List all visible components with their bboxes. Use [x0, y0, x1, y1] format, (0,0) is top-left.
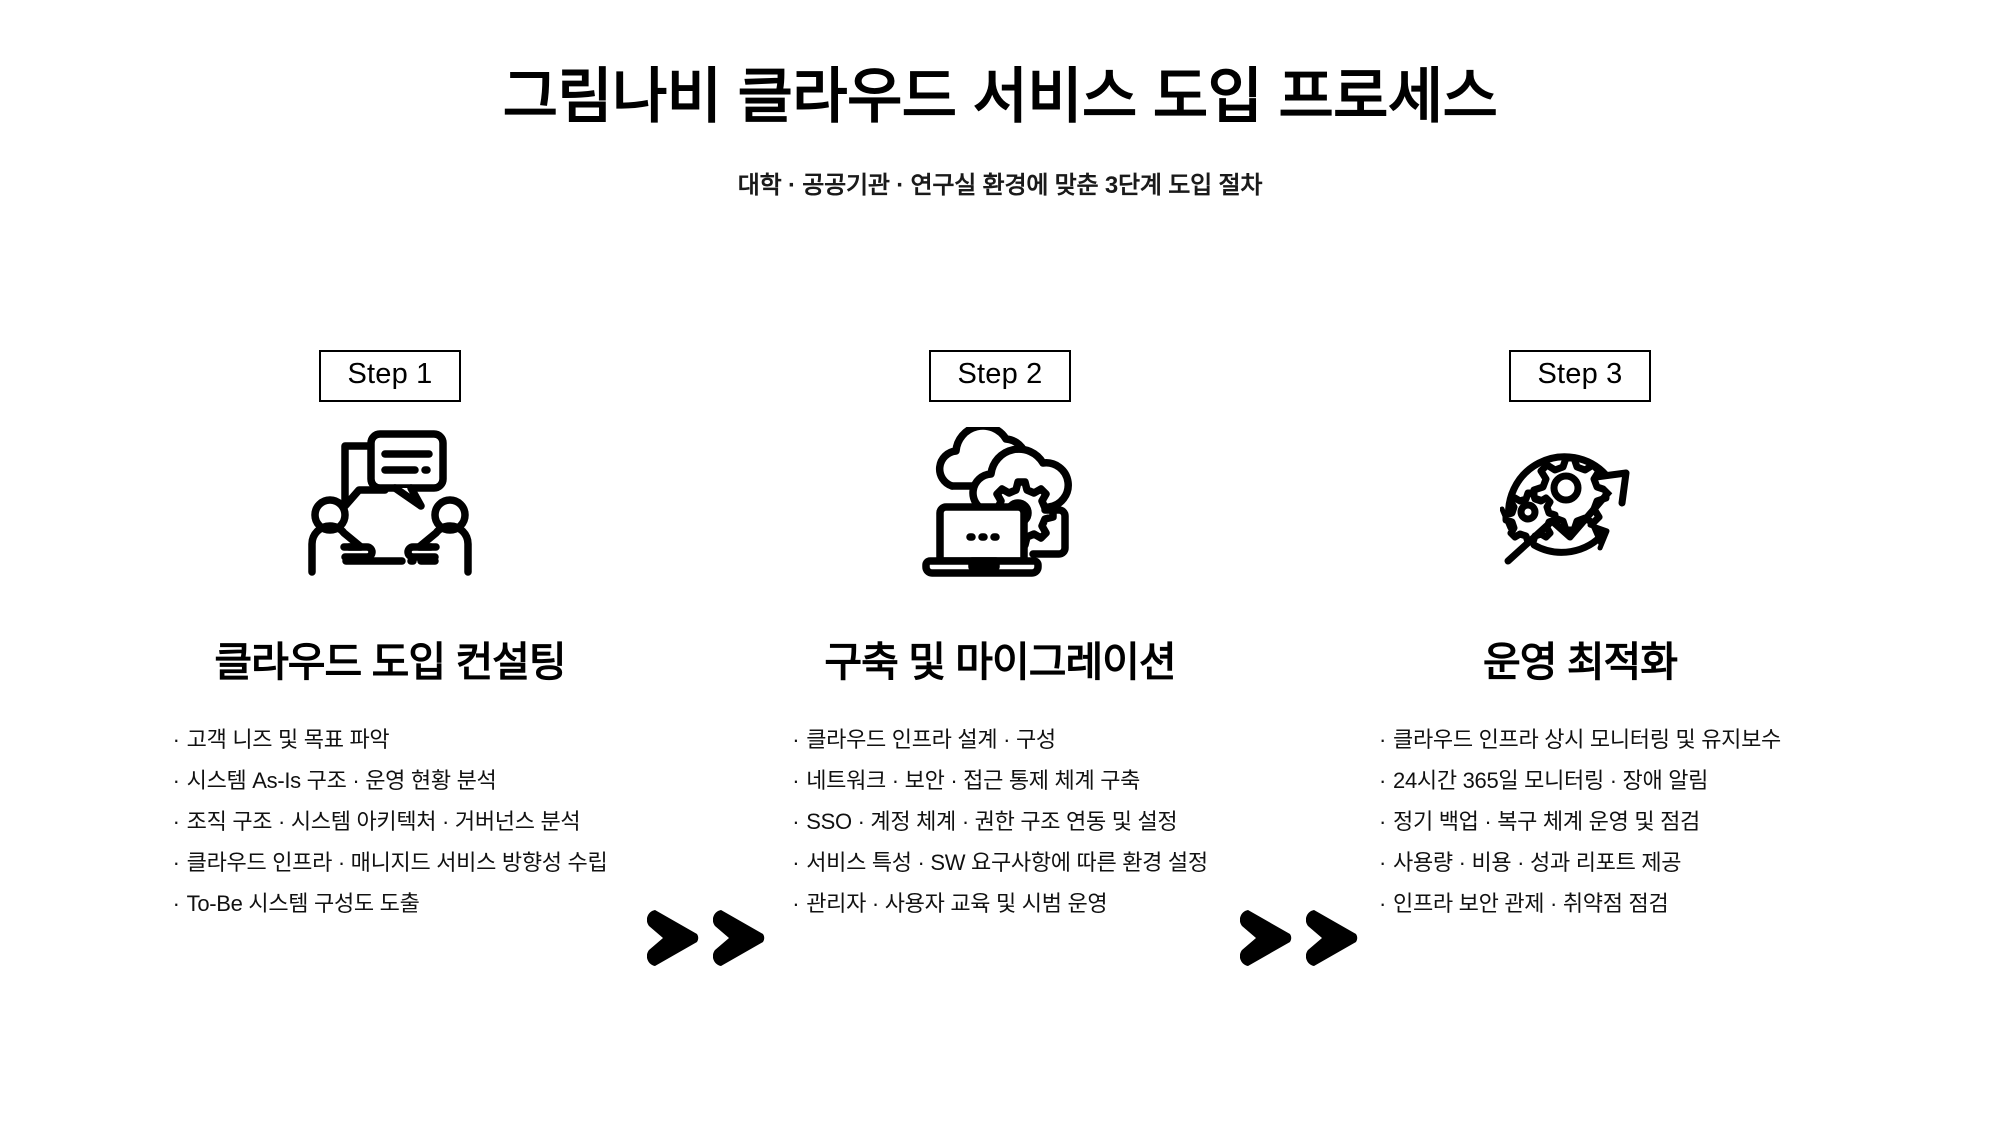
- steps-row: Step 1: [0, 350, 2000, 990]
- bullet-text: SSO · 계정 체계 · 권한 구조 연동 및 설정: [806, 809, 1178, 835]
- step-heading-1: 클라우드 도입 컨설팅: [214, 638, 566, 685]
- bullet-text: 24시간 365일 모니터링 · 장애 알림: [1393, 768, 1709, 794]
- bullet-marker: ·: [172, 891, 180, 917]
- bullet-text: To-Be 시스템 구성도 도출: [186, 891, 420, 917]
- bullet-marker: ·: [172, 727, 180, 753]
- list-item: ·클라우드 인프라 상시 모니터링 및 유지보수: [1379, 729, 1781, 751]
- bullet-marker: ·: [172, 809, 180, 835]
- list-item: ·인프라 보안 관제 · 취약점 점검: [1379, 893, 1781, 915]
- bullet-text: 사용량 · 비용 · 성과 리포트 제공: [1393, 850, 1682, 876]
- bullet-marker: ·: [792, 727, 800, 753]
- bullet-text: 클라우드 인프라 상시 모니터링 및 유지보수: [1393, 727, 1781, 753]
- bullet-marker: ·: [792, 768, 800, 794]
- bullet-text: 네트워크 · 보안 · 접근 통제 체계 구축: [806, 768, 1141, 794]
- list-item: ·서비스 특성 · SW 요구사항에 따른 환경 설정: [792, 852, 1208, 874]
- chevron-right-icon: [647, 910, 699, 966]
- bullet-marker: ·: [792, 891, 800, 917]
- step-bullet-list-3: ·클라우드 인프라 상시 모니터링 및 유지보수 ·24시간 365일 모니터링…: [1379, 729, 1781, 915]
- bullet-marker: ·: [1378, 850, 1387, 876]
- list-item: ·네트워크 · 보안 · 접근 통제 체계 구축: [792, 770, 1208, 792]
- step-column-2: Step 2: [720, 350, 1280, 915]
- chevron-right-icon: [1240, 910, 1292, 966]
- cloud-laptop-gear-icon: [914, 426, 1086, 578]
- list-item: ·사용량 · 비용 · 성과 리포트 제공: [1379, 852, 1781, 874]
- step-heading-2: 구축 및 마이그레이션: [824, 638, 1176, 685]
- list-item: ·SSO · 계정 체계 · 권한 구조 연동 및 설정: [792, 811, 1208, 833]
- bullet-text: 클라우드 인프라 설계 · 구성: [806, 727, 1056, 753]
- bullet-text: 정기 백업 · 복구 체계 운영 및 점검: [1393, 809, 1700, 835]
- step-badge-2[interactable]: Step 2: [929, 350, 1071, 402]
- arrow-step1-to-step2: [635, 898, 785, 978]
- page-title: 그림나비 클라우드 서비스 도입 프로세스: [502, 63, 1498, 130]
- bullet-marker: ·: [1378, 809, 1387, 835]
- bullet-text: 서비스 특성 · SW 요구사항에 따른 환경 설정: [806, 850, 1208, 876]
- arrow-step2-to-step3: [1228, 898, 1378, 978]
- list-item: ·정기 백업 · 복구 체계 운영 및 점검: [1379, 811, 1781, 833]
- step-bullet-list-1: ·고객 니즈 및 목표 파악 ·시스템 As-Is 구조 · 운영 현황 분석 …: [173, 729, 608, 915]
- list-item: ·24시간 365일 모니터링 · 장애 알림: [1379, 770, 1781, 792]
- bullet-text: 인프라 보안 관제 · 취약점 점검: [1393, 891, 1669, 917]
- list-item: ·고객 니즈 및 목표 파악: [173, 729, 608, 751]
- slide-header: 그림나비 클라우드 서비스 도입 프로세스 대학 · 공공기관 · 연구실 환경…: [0, 62, 2000, 200]
- bullet-marker: ·: [1378, 768, 1387, 794]
- bullet-text: 관리자 · 사용자 교육 및 시범 운영: [806, 891, 1108, 917]
- bullet-marker: ·: [792, 809, 800, 835]
- step-badge-1[interactable]: Step 1: [319, 350, 461, 402]
- list-item: ·시스템 As-Is 구조 · 운영 현황 분석: [173, 770, 608, 792]
- bullet-marker: ·: [792, 850, 800, 876]
- bullet-text: 조직 구조 · 시스템 아키텍처 · 거버넌스 분석: [186, 809, 581, 835]
- bullet-marker: ·: [1378, 727, 1387, 753]
- bullet-text: 고객 니즈 및 목표 파악: [186, 727, 390, 753]
- bullet-text: 클라우드 인프라 · 매니지드 서비스 방향성 수립: [186, 850, 608, 876]
- bullet-marker: ·: [172, 768, 180, 794]
- list-item: ·클라우드 인프라 설계 · 구성: [792, 729, 1208, 751]
- step-badge-3[interactable]: Step 3: [1509, 350, 1651, 402]
- step-heading-3: 운영 최적화: [1483, 638, 1678, 685]
- chevron-right-icon: [713, 910, 765, 966]
- list-item: ·To-Be 시스템 구성도 도출: [173, 893, 608, 915]
- page-subtitle: 대학 · 공공기관 · 연구실 환경에 맞춘 3단계 도입 절차: [737, 172, 1263, 199]
- list-item: ·관리자 · 사용자 교육 및 시범 운영: [792, 893, 1208, 915]
- bullet-text: 시스템 As-Is 구조 · 운영 현황 분석: [186, 768, 497, 794]
- list-item: ·클라우드 인프라 · 매니지드 서비스 방향성 수립: [173, 852, 608, 874]
- gears-growth-arrow-cycle-icon: [1500, 428, 1660, 578]
- consulting-people-speech-bubble-icon: [299, 428, 481, 578]
- step-bullet-list-2: ·클라우드 인프라 설계 · 구성 ·네트워크 · 보안 · 접근 통제 체계 …: [792, 729, 1208, 915]
- step-column-3: Step 3: [1300, 350, 1860, 915]
- bullet-marker: ·: [1378, 891, 1387, 917]
- list-item: ·조직 구조 · 시스템 아키텍처 · 거버넌스 분석: [173, 811, 608, 833]
- step-column-1: Step 1: [110, 350, 670, 915]
- chevron-right-icon: [1306, 910, 1358, 966]
- bullet-marker: ·: [172, 850, 180, 876]
